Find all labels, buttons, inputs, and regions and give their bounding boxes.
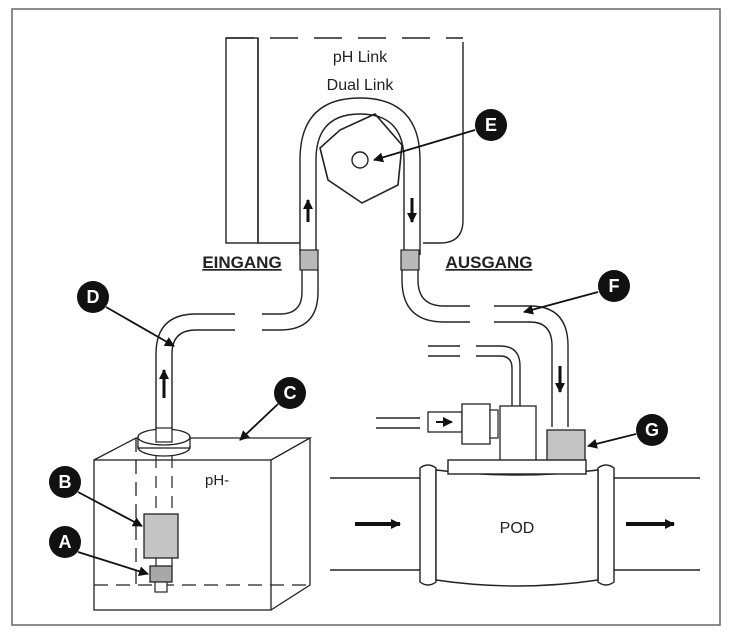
diagram-border [11, 8, 721, 626]
callout-E-letter: E [485, 115, 497, 135]
tube-weight [143, 513, 179, 559]
chemical-tank [93, 437, 313, 611]
callout-G-letter: G [645, 420, 659, 440]
sensor-line [428, 345, 521, 406]
side-probe [376, 403, 499, 445]
tank-cap [137, 427, 191, 457]
inlet-label: EINGANG [202, 253, 281, 272]
outlet-connector [400, 249, 420, 271]
foot-valve [149, 565, 173, 593]
pump-model-line2: Dual Link [327, 77, 395, 94]
pod-label: POD [500, 520, 535, 537]
pump-rotor [319, 113, 403, 204]
callout-B: B [49, 466, 143, 527]
pipe [330, 477, 700, 571]
callout-F: F [523, 270, 630, 315]
callout-D-letter: D [87, 287, 100, 307]
callout-E: E [373, 109, 507, 163]
callout-B-letter: B [59, 472, 72, 492]
probe-holder [499, 405, 537, 463]
callout-F-letter: F [609, 276, 620, 296]
suction-tube [155, 270, 319, 432]
tank-label: pH- [205, 472, 229, 489]
outlet-label: AUSGANG [446, 253, 533, 272]
pump-housing [225, 37, 464, 244]
callout-C-letter: C [284, 383, 297, 403]
callout-A: A [49, 526, 149, 577]
inlet-connector [299, 249, 319, 271]
injection-valve [546, 429, 586, 463]
pump-model-line1: pH Link [333, 49, 388, 66]
callout-D: D [77, 281, 175, 347]
pump-tube [299, 97, 421, 255]
callout-G: G [587, 414, 668, 449]
callout-A-letter: A [59, 532, 72, 552]
pump-flow-arrows [303, 198, 417, 223]
pod-body [419, 459, 615, 587]
callout-C: C [239, 377, 306, 441]
